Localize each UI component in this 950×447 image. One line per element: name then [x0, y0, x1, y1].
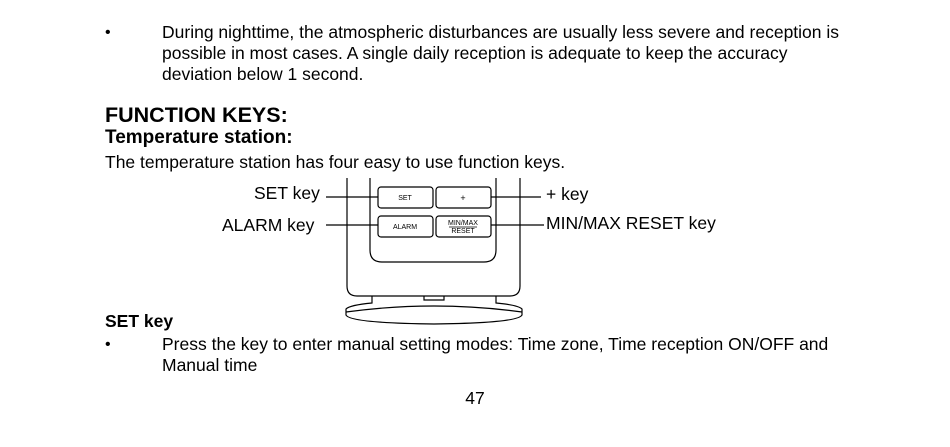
- minmax-key-label-top: MIN/MAX: [448, 220, 478, 227]
- set-key-label: SET: [398, 195, 412, 202]
- page-number: 47: [465, 388, 485, 408]
- plus-key-label: +: [460, 193, 465, 203]
- callout-set-key: SET key: [254, 183, 320, 203]
- minmax-key-label-bottom: RESET: [451, 228, 475, 235]
- bullet-item-nighttime: • During nighttime, the atmospheric dist…: [105, 22, 845, 88]
- bullet-text: Press the key to enter manual setting mo…: [162, 334, 829, 375]
- intro-paragraph: The temperature station has four easy to…: [105, 152, 566, 172]
- bullet-symbol: •: [105, 336, 111, 353]
- minmax-reset-key[interactable]: [435, 215, 492, 238]
- bullet-item-set-key: • Press the key to enter manual setting …: [105, 334, 845, 378]
- alarm-key-label: ALARM: [393, 224, 417, 231]
- station-panel-outline: [369, 178, 497, 263]
- callout-alarm-key: ALARM key: [222, 215, 315, 235]
- station-housing-outline: [346, 178, 521, 297]
- bullet-text: During nighttime, the atmospheric distur…: [162, 22, 840, 84]
- callout-minmax-key: MIN/MAX RESET key: [546, 213, 716, 233]
- callout-plus-key: + key: [546, 184, 589, 204]
- subsection-heading: Temperature station:: [105, 127, 293, 148]
- alarm-key[interactable]: [377, 215, 434, 238]
- set-key-section-heading: SET key: [105, 311, 174, 331]
- section-heading: FUNCTION KEYS:: [105, 103, 288, 127]
- station-stand: [345, 296, 523, 325]
- bullet-symbol: •: [105, 24, 111, 41]
